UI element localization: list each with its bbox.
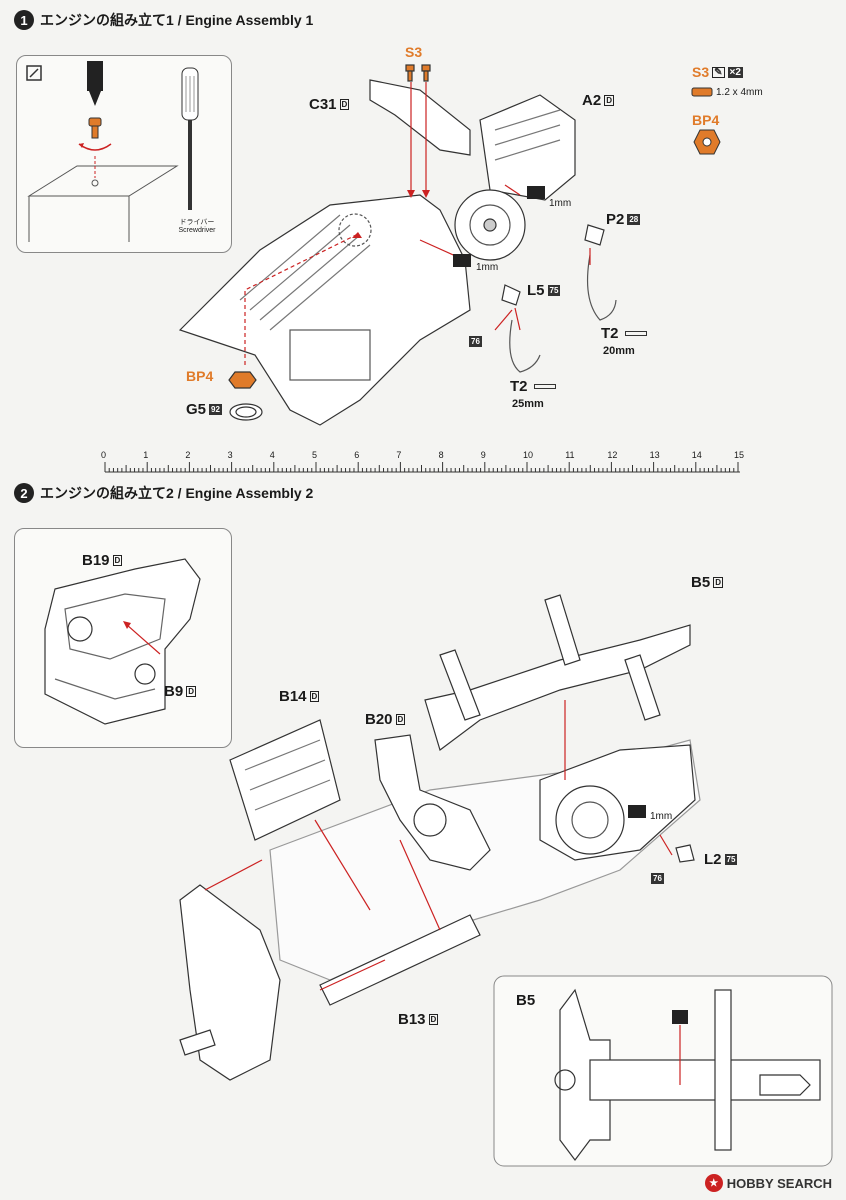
legend-s3: S3 ✎ ×2 xyxy=(692,64,743,80)
part-t2-25: T2 xyxy=(510,378,556,395)
ruler-tick-label: 0 xyxy=(101,450,107,460)
tool-name-jp: ドライバー xyxy=(179,219,215,226)
step1-title: エンジンの組み立て1 / Engine Assembly 1 xyxy=(40,12,314,28)
ruler-tick-label: 14 xyxy=(691,450,702,460)
b5-detail-shape xyxy=(554,988,821,1161)
ruler-tick-label: 5 xyxy=(312,450,318,460)
hobby-search-logo-icon: ★ xyxy=(704,1174,723,1192)
screwdriver-illustration xyxy=(26,61,199,242)
tool-name-en: Screwdriver xyxy=(178,227,216,234)
ruler-tick-label: 2 xyxy=(185,450,191,460)
paint-76-step1: 76 xyxy=(469,336,482,347)
ruler-tick-label: 4 xyxy=(269,450,275,460)
t2-20-length: 20mm xyxy=(603,345,635,357)
b19-b9-panel xyxy=(14,528,232,748)
ruler-tick-label: 1 xyxy=(143,450,149,460)
ruler-tick-label: 6 xyxy=(354,450,360,460)
ruler-tick-label: 8 xyxy=(438,450,444,460)
ruler-tick-label: 13 xyxy=(649,450,660,460)
b19-b9-drawing xyxy=(44,558,201,725)
part-b5-detail: B5 xyxy=(516,992,536,1009)
part-bp4: BP4 xyxy=(186,368,214,384)
ruler-tick-label: 10 xyxy=(523,450,534,460)
t2-25-length: 25mm xyxy=(512,398,544,410)
tool-panel: ドライバー Screwdriver xyxy=(16,55,232,253)
ruler-tick-label: 11 xyxy=(565,450,575,460)
ruler-tick-label: 9 xyxy=(480,450,486,460)
step1-heading: 1 エンジンの組み立て1 / Engine Assembly 1 xyxy=(14,10,313,30)
ruler xyxy=(104,462,740,473)
watermark: ★ HOBBY SEARCH xyxy=(704,1174,832,1192)
step2-number: 2 xyxy=(14,483,34,503)
legend-bp4: BP4 xyxy=(692,112,720,128)
watermark-text: HOBBY SEARCH xyxy=(726,1175,832,1191)
gap-1mm-a: 1mm xyxy=(549,198,572,209)
ruler-tick-label: 7 xyxy=(396,450,402,460)
ruler-tick-label: 15 xyxy=(734,450,745,460)
ruler-tick-label: 3 xyxy=(227,450,233,460)
gap-1mm-b: 1mm xyxy=(476,262,499,273)
gap-1mm-step2: 1mm xyxy=(650,811,673,822)
step2-heading: 2 エンジンの組み立て2 / Engine Assembly 2 xyxy=(14,483,313,503)
step2-title: エンジンの組み立て2 / Engine Assembly 2 xyxy=(40,485,314,501)
part-t2-20: T2 xyxy=(601,325,647,342)
paint-76-step2: 76 xyxy=(651,873,664,884)
tool-name: ドライバー Screwdriver xyxy=(167,219,227,235)
step1-number: 1 xyxy=(14,10,34,30)
ruler-tick-label: 12 xyxy=(607,450,618,460)
legend-s3-size: 1.2 x 4mm xyxy=(716,87,763,98)
part-s3: S3 xyxy=(405,44,423,60)
